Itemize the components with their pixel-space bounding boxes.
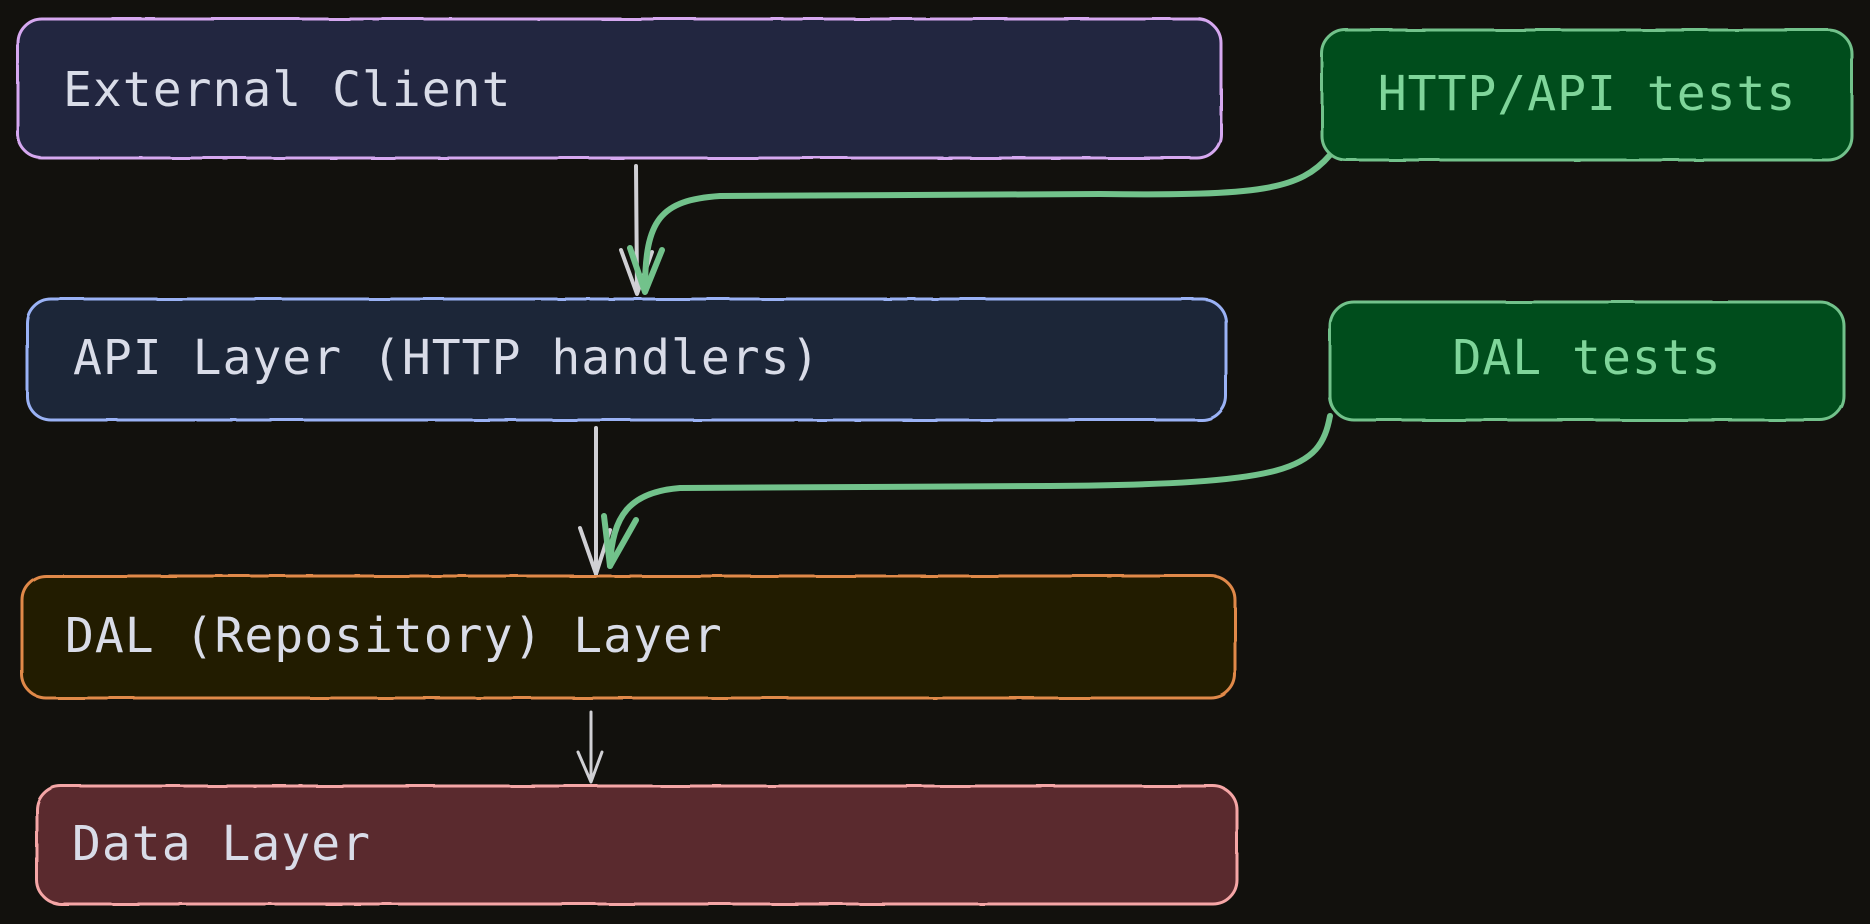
http-api-tests-box[interactable]	[1320, 28, 1854, 162]
external-client-label: External Client	[63, 62, 511, 118]
dal-layer-label: DAL (Repository) Layer	[65, 608, 723, 664]
api-layer-box[interactable]	[25, 297, 1228, 422]
dal-tests-box[interactable]	[1328, 300, 1846, 422]
external-client-box[interactable]	[16, 17, 1223, 160]
layer-external-client[interactable]: External Client	[16, 17, 1223, 160]
layer-dal[interactable]: DAL (Repository) Layer	[20, 574, 1237, 700]
dal-layer-box[interactable]	[20, 574, 1237, 700]
http-tests-to-api-arrow	[627, 152, 1333, 295]
http-api-tests-label: HTTP/API tests	[1378, 66, 1797, 122]
dal-tests-to-dal-arrow	[601, 413, 1333, 569]
api-layer-label: API Layer (HTTP handlers)	[73, 330, 820, 386]
layer-data[interactable]: Data Layer	[35, 784, 1239, 906]
dal-tests-label: DAL tests	[1452, 330, 1721, 386]
test-dal[interactable]: DAL tests	[1328, 300, 1846, 422]
connectors	[576, 152, 1333, 784]
dal-to-data-arrow	[576, 710, 604, 784]
data-layer-label: Data Layer	[72, 816, 371, 872]
layer-api[interactable]: API Layer (HTTP handlers)	[25, 297, 1228, 422]
test-http-api[interactable]: HTTP/API tests	[1320, 28, 1854, 162]
data-layer-box[interactable]	[35, 784, 1239, 906]
